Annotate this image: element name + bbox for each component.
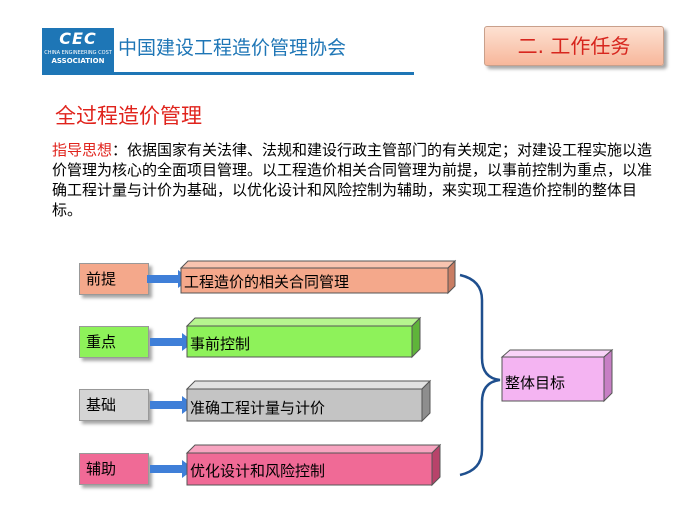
prism-design-risk bbox=[185, 443, 442, 487]
logo-english-line1: CHINA ENGINEERING COST bbox=[44, 50, 112, 56]
logo-mark: СЕС bbox=[59, 29, 97, 48]
prism-text-design-risk: 优化设计和风险控制 bbox=[190, 462, 326, 480]
guideline-text: ：依据国家有关法律、法规和建设行政主管部门的有关规定；对建设工程实施以造价管理为… bbox=[52, 141, 653, 219]
association-logo: СЕС CHINA ENGINEERING COST ASSOCIATION bbox=[42, 28, 114, 72]
label-foundation: 基础 bbox=[79, 389, 149, 421]
prism-measurement-pricing bbox=[185, 379, 432, 423]
arrows bbox=[147, 270, 194, 478]
section-tag: 二. 工作任务 bbox=[484, 26, 664, 66]
logo-english-line2: ASSOCIATION bbox=[51, 57, 105, 65]
label-premise: 前提 bbox=[79, 263, 149, 295]
label-focus: 重点 bbox=[79, 326, 149, 358]
label-support: 辅助 bbox=[79, 453, 149, 485]
header-rule bbox=[42, 72, 414, 75]
guideline-paragraph: 指导思想：依据国家有关法律、法规和建设行政主管部门的有关规定；对建设工程实施以造… bbox=[52, 140, 658, 220]
prism-advance-control bbox=[185, 316, 422, 359]
guideline-label: 指导思想 bbox=[52, 141, 113, 159]
prism-text-advance-control: 事前控制 bbox=[190, 335, 251, 353]
arrow-premise bbox=[147, 270, 190, 288]
arrow-focus bbox=[150, 333, 194, 351]
bracket bbox=[459, 273, 501, 477]
prism-text-measurement: 准确工程计量与计价 bbox=[190, 399, 326, 417]
page-title: 全过程造价管理 bbox=[55, 104, 202, 128]
goal-box bbox=[500, 348, 614, 403]
prism-text-contract: 工程造价的相关合同管理 bbox=[184, 273, 350, 291]
arrow-foundation bbox=[150, 396, 194, 414]
arrow-support bbox=[150, 460, 194, 478]
organization-name: 中国建设工程造价管理协会 bbox=[118, 37, 347, 59]
prism-contract-management bbox=[179, 259, 457, 295]
goal-text: 整体目标 bbox=[505, 374, 566, 392]
